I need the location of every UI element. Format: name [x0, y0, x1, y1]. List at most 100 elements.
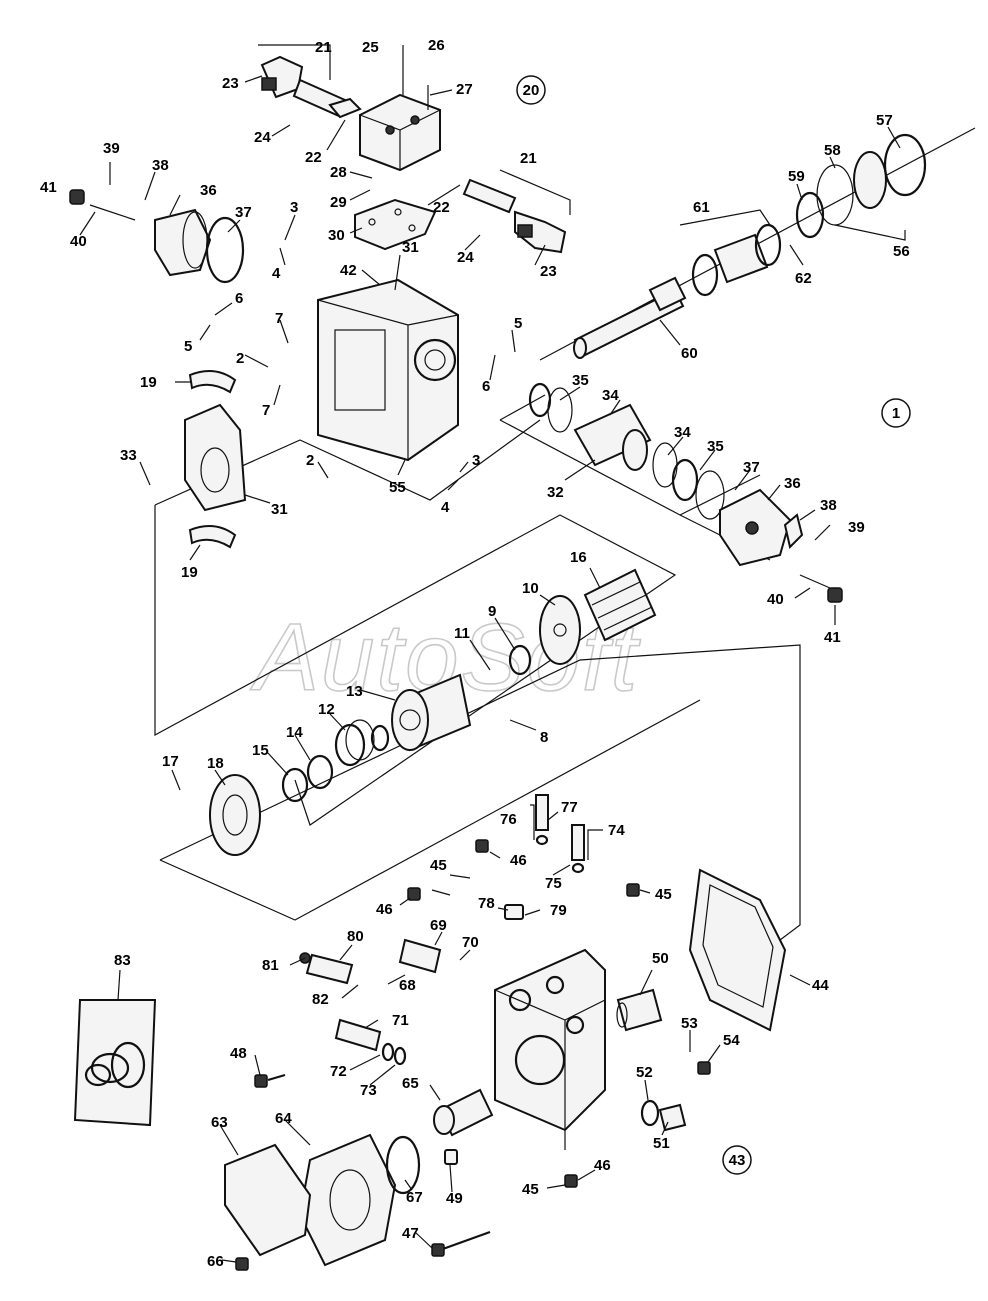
gasket-44 — [688, 868, 787, 1032]
callout-24: 24 — [457, 249, 474, 266]
callout-8: 8 — [540, 729, 548, 746]
callout-41: 41 — [40, 179, 57, 196]
callout-13: 13 — [346, 683, 363, 700]
valve-plate-18 — [209, 774, 261, 856]
callout-42: 42 — [340, 262, 357, 279]
callout-4: 4 — [272, 265, 281, 282]
callout-23: 23 — [222, 75, 239, 92]
callout-83: 83 — [114, 952, 131, 969]
callout-67: 67 — [406, 1189, 423, 1206]
callout-26: 26 — [428, 37, 445, 54]
callout-64: 64 — [275, 1110, 292, 1127]
callout-39: 39 — [103, 140, 120, 157]
callout-78: 78 — [478, 895, 495, 912]
callout-56: 56 — [893, 243, 910, 260]
callout-9: 9 — [488, 603, 496, 620]
shaft-65 — [433, 1088, 494, 1137]
callout-34: 34 — [674, 424, 691, 441]
callout-77: 77 — [561, 799, 578, 816]
callout-34: 34 — [602, 387, 619, 404]
callout-5: 5 — [184, 338, 192, 355]
callout-65: 65 — [402, 1075, 419, 1092]
spring-12 — [281, 719, 390, 803]
bearing-61 — [691, 223, 782, 297]
callout-63: 63 — [211, 1114, 228, 1131]
callout-19: 19 — [140, 374, 157, 391]
assembly-marker-43: 43 — [722, 1145, 752, 1175]
plug-51 — [640, 1099, 687, 1132]
callout-74: 74 — [608, 822, 625, 839]
shaft-60 — [573, 276, 687, 359]
callout-45: 45 — [430, 857, 447, 874]
gasket-30 — [354, 198, 437, 251]
callout-81: 81 — [262, 957, 279, 974]
callout-18: 18 — [207, 755, 224, 772]
valve-80 — [299, 952, 354, 985]
callout-40: 40 — [767, 591, 784, 608]
cylinder-block-8 — [391, 673, 472, 752]
callout-82: 82 — [312, 991, 329, 1008]
o-ring-67 — [385, 1135, 421, 1195]
callout-21: 21 — [315, 39, 332, 56]
callout-79: 79 — [550, 902, 567, 919]
callout-46: 46 — [510, 852, 527, 869]
callout-27: 27 — [456, 81, 473, 98]
callout-40: 40 — [70, 233, 87, 250]
callout-5: 5 — [514, 315, 522, 332]
callout-35: 35 — [572, 372, 589, 389]
piston-set-16 — [583, 568, 657, 642]
callout-28: 28 — [330, 164, 347, 181]
callout-3: 3 — [290, 199, 298, 216]
callout-6: 6 — [235, 290, 243, 307]
plugs-45 — [407, 839, 640, 1188]
callout-32: 32 — [547, 484, 564, 501]
callout-35: 35 — [707, 438, 724, 455]
callout-68: 68 — [399, 977, 416, 994]
svg-text:20: 20 — [523, 82, 540, 99]
callout-49: 49 — [446, 1190, 463, 1207]
valve-68 — [398, 938, 442, 974]
swash-plate-31 — [184, 370, 247, 549]
callout-71: 71 — [392, 1012, 409, 1029]
callout-6: 6 — [482, 378, 490, 395]
callout-14: 14 — [286, 724, 303, 741]
callout-39: 39 — [848, 519, 865, 536]
callout-75: 75 — [545, 875, 562, 892]
gasket-64 — [298, 1133, 397, 1267]
valve-71 — [334, 1018, 407, 1066]
callout-51: 51 — [653, 1135, 670, 1152]
callout-16: 16 — [570, 549, 587, 566]
callout-7: 7 — [262, 402, 270, 419]
seal-kit-83 — [73, 999, 157, 1127]
callout-15: 15 — [252, 742, 269, 759]
callout-62: 62 — [795, 270, 812, 287]
callout-22: 22 — [305, 149, 322, 166]
valve-76 — [535, 794, 549, 846]
cover-36-right — [719, 488, 843, 603]
callout-23: 23 — [540, 263, 557, 280]
callout-45: 45 — [655, 886, 672, 903]
assembly-marker-1: 1 — [881, 398, 911, 428]
svg-text:43: 43 — [729, 1152, 746, 1169]
assembly-marker-20: 20 — [516, 75, 546, 105]
callout-48: 48 — [230, 1045, 247, 1062]
callout-72: 72 — [330, 1063, 347, 1080]
sleeve-50 — [616, 988, 663, 1032]
valve-74 — [571, 824, 585, 874]
callout-24: 24 — [254, 129, 271, 146]
spool-32 — [528, 382, 725, 520]
cover-63 — [224, 1143, 312, 1257]
callout-37: 37 — [743, 459, 760, 476]
callout-36: 36 — [200, 182, 217, 199]
callout-11: 11 — [454, 625, 470, 642]
callout-36: 36 — [784, 475, 801, 492]
ball-guide-9 — [508, 644, 532, 676]
control-block-20 — [359, 45, 441, 172]
callout-31: 31 — [271, 501, 288, 518]
leader-lines — [79, 44, 906, 1263]
callout-10: 10 — [522, 580, 539, 597]
callout-17: 17 — [162, 753, 179, 770]
callout-19: 19 — [181, 564, 198, 581]
callout-73: 73 — [360, 1082, 377, 1099]
